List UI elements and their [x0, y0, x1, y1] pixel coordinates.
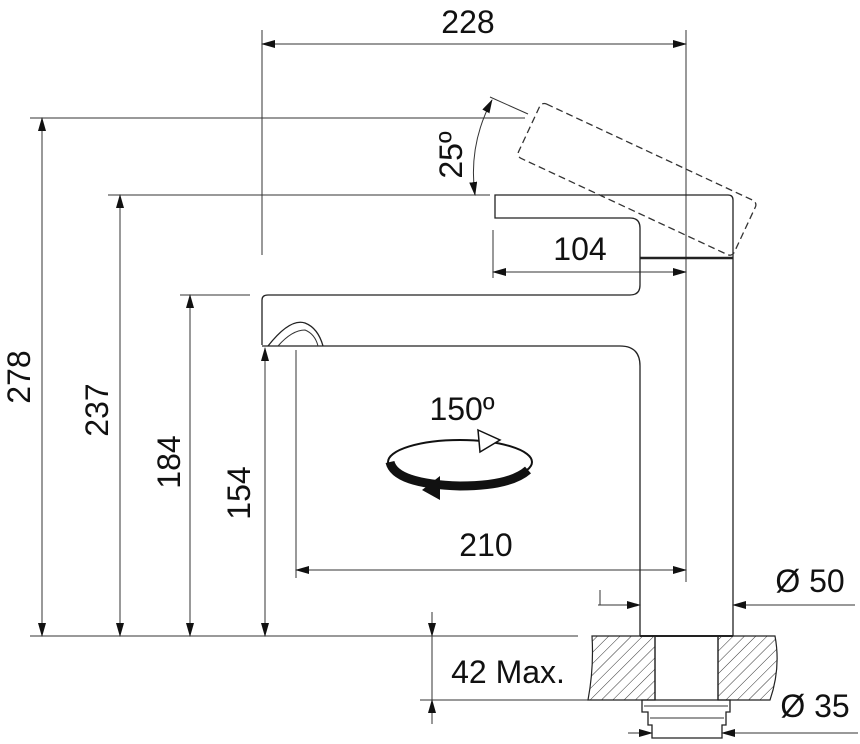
label-lever-tilt: 25º	[433, 131, 469, 179]
label-spout-reach: 210	[459, 527, 512, 563]
label-max-deck-thickness: 42 Max.	[451, 654, 565, 690]
faucet-body	[261, 102, 757, 637]
label-lever-length: 104	[553, 231, 606, 267]
aerator	[267, 321, 324, 347]
swivel-arrow-icon	[385, 428, 533, 500]
dimension-lines	[38, 40, 858, 737]
deck-section	[587, 635, 778, 739]
label-spout-top-height: 184	[151, 435, 187, 488]
label-overall-width: 228	[441, 4, 494, 40]
extension-lines	[30, 30, 687, 701]
label-swivel-angle: 150º	[429, 391, 494, 427]
label-lever-height: 237	[79, 383, 115, 436]
label-overall-height: 278	[1, 350, 37, 403]
label-spout-clearance: 154	[221, 466, 257, 519]
label-body-diameter: Ø 50	[775, 563, 844, 599]
label-tail-diameter: Ø 35	[780, 688, 849, 724]
